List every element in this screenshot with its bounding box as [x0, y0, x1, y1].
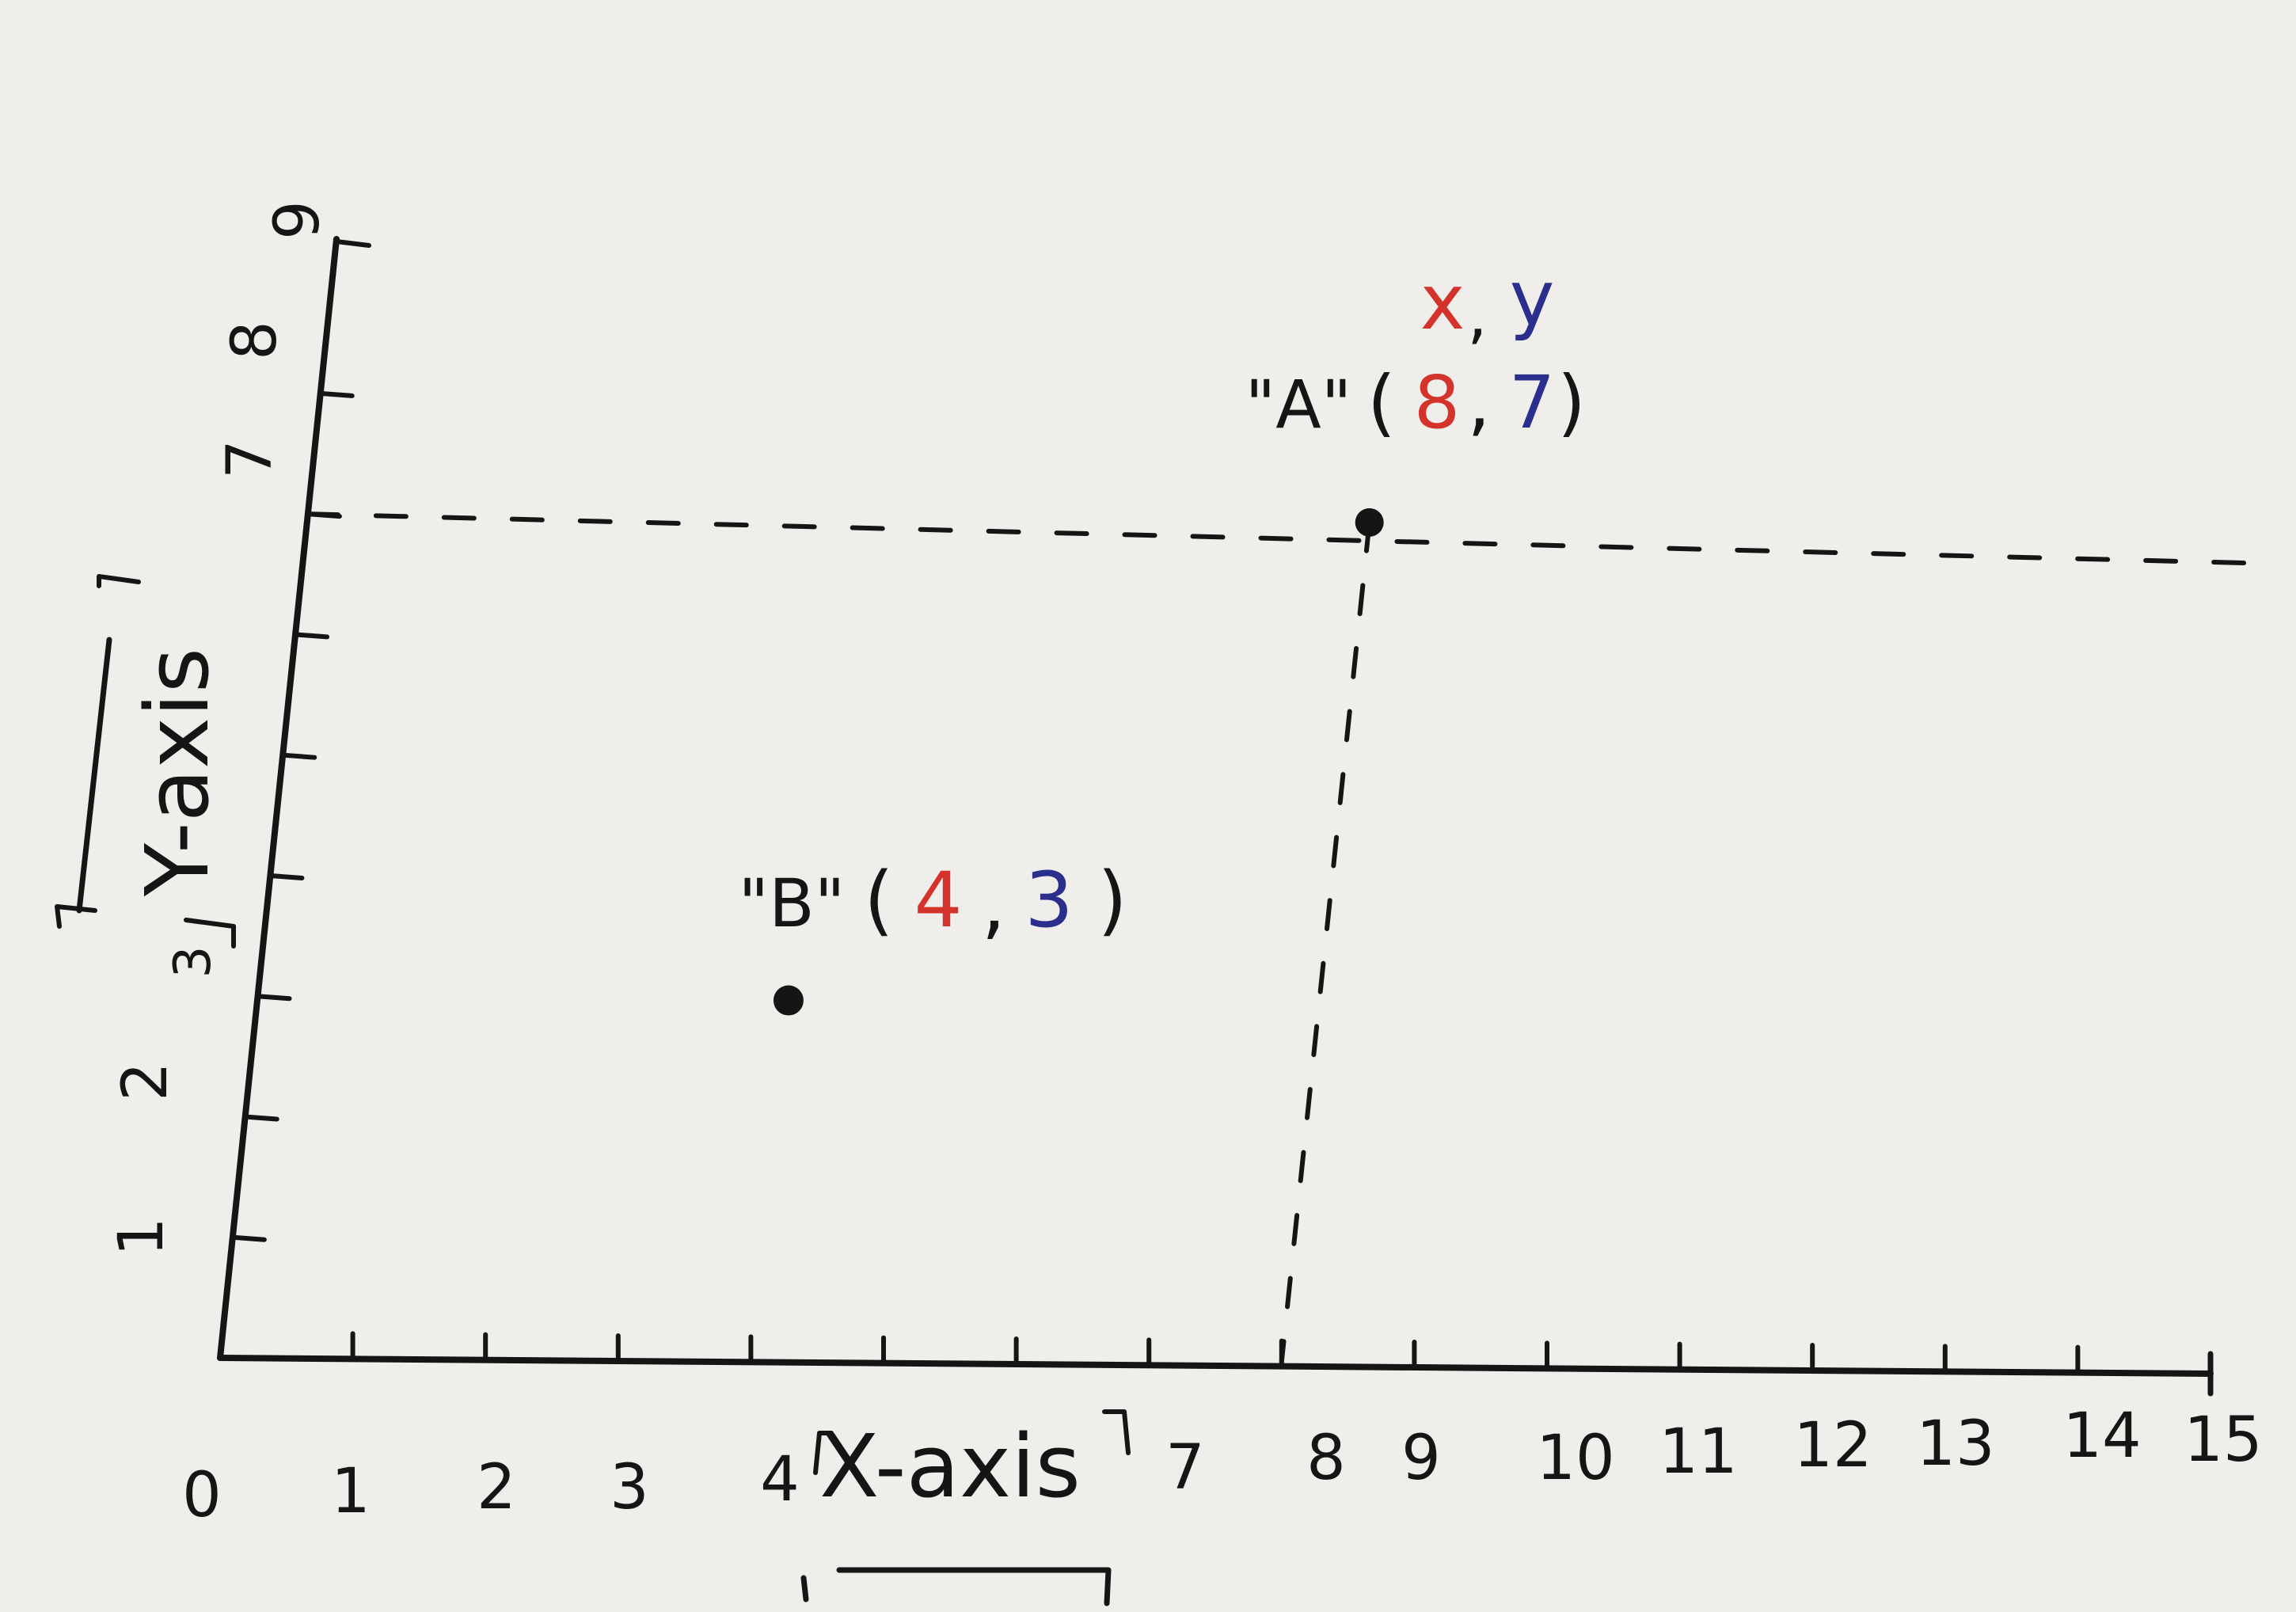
x-axis-label-group: X-axis [800, 1409, 1131, 1606]
x-axis-label-bracket-right [1102, 1409, 1131, 1455]
point-a-horizontal-guide [305, 511, 2251, 566]
x-axis-label-bracket-left [813, 1431, 834, 1475]
x-tick-label-9: 9 [1401, 1423, 1441, 1494]
y-tick-4 [268, 873, 305, 880]
y-tick-3 [255, 994, 292, 1002]
x-tick-labels: 0 1 2 3 4 7 8 9 10 11 12 13 14 15 [182, 1401, 2262, 1531]
point-b-marker [773, 985, 804, 1016]
point-b-close-paren: ) [1097, 856, 1127, 945]
y-axis-label-bracket-bottom [55, 904, 236, 949]
legend-x: x [1420, 258, 1465, 347]
legend-sep: , [1467, 278, 1487, 352]
y-tick-label-3: 3 [164, 946, 222, 979]
y-tick-labels: 1 2 3 7 8 9 [106, 200, 333, 1257]
point-b-name: "B" [739, 865, 846, 942]
legend-y: y [1510, 254, 1555, 343]
x-tick-label-7: 7 [1165, 1432, 1205, 1504]
point-a-close-paren: ) [1557, 360, 1586, 445]
y-tick-1 [230, 1234, 267, 1242]
y-axis-label-sidebrace [76, 637, 112, 914]
x-tick-label-15: 15 [2184, 1405, 2262, 1476]
y-axis-label: Y-axis [127, 648, 228, 897]
point-a-y-value: 7 [1509, 360, 1556, 445]
x-tick-label-4: 4 [760, 1444, 800, 1515]
y-tick-8 [317, 390, 355, 398]
x-axis-ticks [350, 1331, 2081, 1375]
y-axis-ticks [230, 390, 355, 1242]
x-tick-label-11: 11 [1659, 1416, 1737, 1488]
x-tick-label-0: 0 [182, 1460, 222, 1531]
point-a-x-value: 8 [1414, 360, 1461, 445]
y-tick-label-9: 9 [262, 200, 333, 240]
x-tick-label-13: 13 [1916, 1409, 1994, 1480]
x-tick-label-12: 12 [1793, 1410, 1872, 1481]
y-tick-5 [280, 752, 317, 760]
x-tick-label-14: 14 [2062, 1401, 2141, 1472]
x-axis-line [217, 1355, 2214, 1377]
y-tick-label-8: 8 [219, 321, 291, 360]
x-axis-label: X-axis [819, 1416, 1081, 1517]
y-tick-2 [242, 1114, 279, 1122]
x-tick-label-2: 2 [477, 1452, 516, 1523]
y-tick-label-1: 1 [106, 1217, 177, 1257]
point-a-label: x , y "A" ( 8 , 7 ) [1245, 254, 1586, 445]
point-a-comma: , [1467, 360, 1490, 445]
y-axis-label-bracket-top [97, 574, 141, 588]
point-b-comma: , [982, 860, 1006, 949]
point-b-label: "B" ( 4 , 3 ) [739, 856, 1127, 949]
x-axis-label-underbrace [800, 1567, 1112, 1606]
point-b-y-value: 3 [1024, 856, 1073, 945]
y-tick-6 [293, 632, 330, 640]
point-a-guides [305, 511, 2251, 1364]
point-a-vertical-guide [1279, 519, 1372, 1364]
y-axis-top-tick [334, 239, 371, 248]
y-tick-label-7: 7 [215, 439, 286, 479]
point-a-name: "A" [1245, 366, 1352, 443]
y-axis-line [217, 236, 340, 1361]
x-tick-label-10: 10 [1536, 1423, 1614, 1494]
point-a-open-paren: ( [1367, 360, 1396, 445]
x-tick-label-8: 8 [1306, 1423, 1346, 1494]
point-b-open-paren: ( [864, 856, 893, 945]
y-tick-label-2: 2 [110, 1062, 181, 1101]
y-axis-label-group: Y-axis [55, 574, 236, 949]
point-b-x-value: 4 [914, 856, 962, 945]
point-a-marker [1355, 508, 1384, 537]
x-tick-label-3: 3 [610, 1452, 649, 1523]
x-tick-label-1: 1 [331, 1456, 371, 1527]
